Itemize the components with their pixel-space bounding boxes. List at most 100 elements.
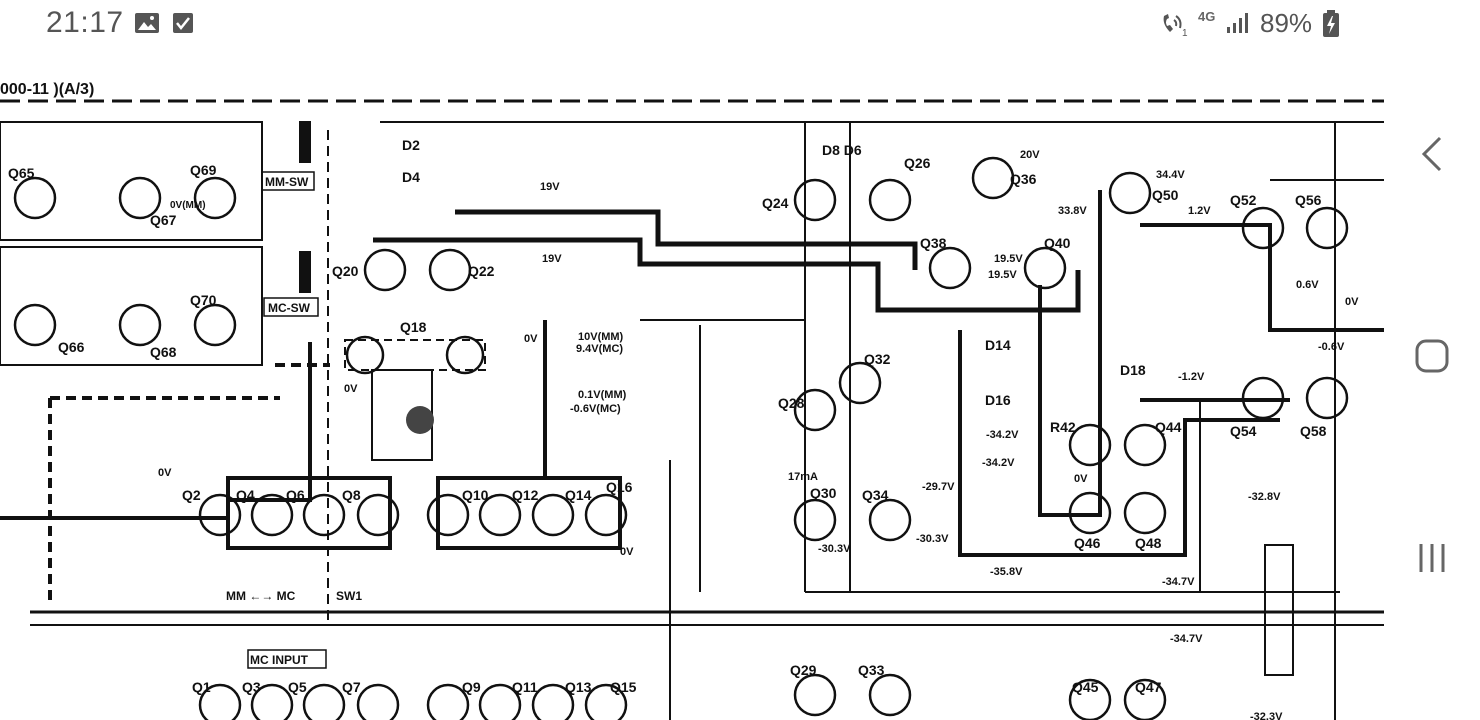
check-box-icon [173,13,193,33]
svg-text:1: 1 [1182,28,1188,36]
svg-text:9.4V(MC): 9.4V(MC) [576,343,623,355]
svg-text:-34.7V: -34.7V [1162,576,1195,588]
svg-text:Q58: Q58 [1300,423,1327,439]
svg-text:Q29: Q29 [790,662,817,678]
svg-text:D8 D6: D8 D6 [822,142,862,158]
recent-apps-icon [1419,544,1445,572]
svg-text:000-11 )(A/3): 000-11 )(A/3) [0,81,94,98]
battery-charging-icon [1323,10,1339,37]
svg-text:Q48: Q48 [1135,535,1162,551]
recent-apps-button[interactable] [1408,534,1456,582]
wifi-calling-icon: 1 [1163,14,1188,36]
svg-text:MM-SW: MM-SW [265,175,309,189]
status-bar: 21:17 1 4G 89% [0,0,1384,48]
svg-text:-34.2V: -34.2V [986,429,1019,441]
svg-text:Q54: Q54 [1230,423,1257,439]
svg-text:-35.8V: -35.8V [990,566,1023,578]
svg-text:Q34: Q34 [862,487,889,503]
svg-text:Q3: Q3 [242,679,261,695]
svg-text:-30.3V: -30.3V [916,533,949,545]
svg-text:Q36: Q36 [1010,171,1037,187]
svg-text:Q33: Q33 [858,662,885,678]
svg-text:Q47: Q47 [1135,679,1162,695]
back-button[interactable] [1408,130,1456,178]
svg-text:Q6: Q6 [286,487,305,503]
svg-text:10V(MM): 10V(MM) [578,331,624,343]
svg-text:D18: D18 [1120,362,1146,378]
svg-text:D4: D4 [402,169,420,185]
svg-text:Q38: Q38 [920,235,947,251]
svg-text:-0.6V(MC): -0.6V(MC) [570,403,621,415]
svg-text:R42: R42 [1050,419,1076,435]
svg-text:-29.7V: -29.7V [922,481,955,493]
svg-text:-32.3V: -32.3V [1250,711,1283,720]
svg-text:Q69: Q69 [190,162,217,178]
svg-text:Q65: Q65 [8,165,35,181]
svg-text:MC-SW: MC-SW [268,301,311,315]
svg-text:Q30: Q30 [810,485,837,501]
svg-text:SW1: SW1 [336,589,362,603]
svg-text:Q4: Q4 [236,487,255,503]
svg-text:0V: 0V [1345,296,1359,308]
svg-text:Q50: Q50 [1152,187,1179,203]
navigation-bar [1384,0,1480,720]
svg-text:0V(MM): 0V(MM) [170,200,206,211]
svg-text:0V: 0V [344,383,358,395]
svg-text:Q40: Q40 [1044,235,1071,251]
svg-text:Q45: Q45 [1072,679,1099,695]
svg-text:-32.8V: -32.8V [1248,491,1281,503]
svg-text:-34.2V: -34.2V [982,457,1015,469]
svg-text:D2: D2 [402,137,420,153]
svg-text:Q28: Q28 [778,395,805,411]
svg-text:-30.3V: -30.3V [818,543,851,555]
svg-text:-1.2V: -1.2V [1178,371,1205,383]
svg-text:Q7: Q7 [342,679,361,695]
svg-text:Q2: Q2 [182,487,201,503]
home-button[interactable] [1408,332,1456,380]
svg-text:33.8V: 33.8V [1058,205,1087,217]
svg-text:Q67: Q67 [150,212,177,228]
svg-text:-34.7V: -34.7V [1170,633,1203,645]
svg-text:1.2V: 1.2V [1188,205,1211,217]
svg-text:Q56: Q56 [1295,192,1322,208]
battery-percent: 89% [1260,8,1313,38]
svg-text:0V: 0V [1074,473,1088,485]
svg-text:19.5V: 19.5V [994,253,1023,265]
svg-text:34.4V: 34.4V [1156,169,1185,181]
svg-text:Q9: Q9 [462,679,481,695]
svg-text:Q52: Q52 [1230,192,1257,208]
svg-text:Q11: Q11 [512,679,538,695]
svg-text:19.5V: 19.5V [988,269,1017,281]
svg-text:Q18: Q18 [400,319,427,335]
network-4g-icon: 4G [1198,9,1216,24]
svg-text:Q46: Q46 [1074,535,1101,551]
svg-text:Q8: Q8 [342,487,361,503]
svg-text:Q32: Q32 [864,351,891,367]
svg-text:17mA: 17mA [788,471,818,483]
svg-text:D16: D16 [985,392,1011,408]
svg-text:Q13: Q13 [565,679,592,695]
svg-text:Q26: Q26 [904,155,931,171]
svg-text:Q70: Q70 [190,292,217,308]
svg-text:-0.6V: -0.6V [1318,341,1345,353]
chevron-left-icon [1421,136,1442,172]
svg-text:19V: 19V [540,181,560,193]
svg-text:19V: 19V [542,253,562,265]
svg-text:Q44: Q44 [1155,419,1182,435]
svg-text:Q20: Q20 [332,263,359,279]
svg-text:20V: 20V [1020,149,1040,161]
svg-text:Q15: Q15 [610,679,637,695]
svg-text:Q66: Q66 [58,339,85,355]
svg-text:Q10: Q10 [462,487,489,503]
svg-text:Q14: Q14 [565,487,592,503]
svg-text:MM ←→ MC: MM ←→ MC [226,589,296,603]
svg-text:D14: D14 [985,337,1011,353]
home-icon [1415,339,1449,373]
svg-text:Q5: Q5 [288,679,307,695]
signal-icon [1227,13,1248,33]
svg-text:0V: 0V [620,546,634,558]
svg-text:Q24: Q24 [762,195,789,211]
svg-text:0V: 0V [524,333,538,345]
